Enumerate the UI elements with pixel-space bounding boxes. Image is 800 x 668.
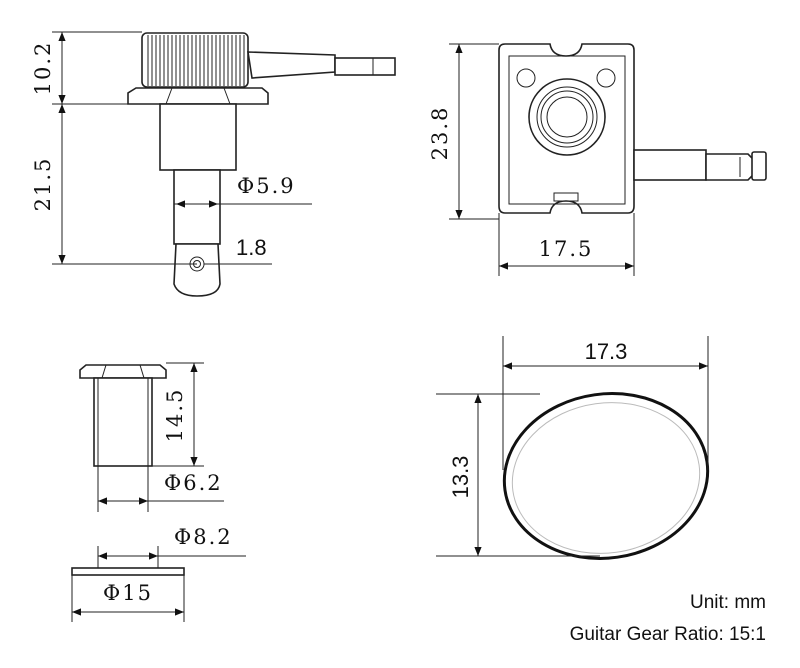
knurl-lines [147,35,245,86]
gear-ratio-note: Guitar Gear Ratio: 15:1 [569,624,766,645]
unit-note: Unit: mm [690,592,766,613]
screw-hole-right [596,68,616,88]
bushing-diameter-label: Φ6.2 [164,471,223,495]
washer-outer-diameter-label: Φ15 [103,581,153,605]
back-shaft-tip [705,153,755,181]
back-plate-inner [508,55,626,205]
bushing-length-label: 14.5 [163,388,187,443]
button-height-label: 13.3 [448,456,473,499]
post-end [173,243,221,297]
back-height-label: 23.8 [428,106,452,161]
back-view: 23.8 17.5 [428,43,767,276]
back-width-label: 17.5 [539,237,594,261]
button-width-label: 17.3 [585,339,628,364]
arm-tip [334,57,396,76]
tuner-button [502,392,710,560]
body [159,103,237,171]
back-shaft [633,149,707,181]
side-shaft-length-label: 21.5 [31,157,55,212]
side-view: 10.2 21.5 Φ5.9 1.8 [31,31,396,297]
bushing-nut [79,364,167,379]
bushing-view: 14.5 Φ6.2 [79,362,224,512]
washer-inner-diameter-label: Φ8.2 [174,525,233,549]
screw-hole-left [516,68,536,88]
side-shaft-diameter-label: Φ5.9 [237,174,296,198]
flange [127,87,269,105]
gear-housing-outer [528,78,606,156]
back-slot [553,192,579,202]
side-head-height-label: 10.2 [31,41,55,96]
button-view: 17.3 13.3 [436,336,710,560]
side-arm [247,51,336,79]
post [173,169,221,245]
bushing-sleeve [93,377,153,467]
gear-housing-inner [546,96,588,138]
washer [71,567,185,576]
washer-view: Φ8.2 Φ15 [71,525,246,622]
side-hole-label: 1.8 [236,235,267,260]
